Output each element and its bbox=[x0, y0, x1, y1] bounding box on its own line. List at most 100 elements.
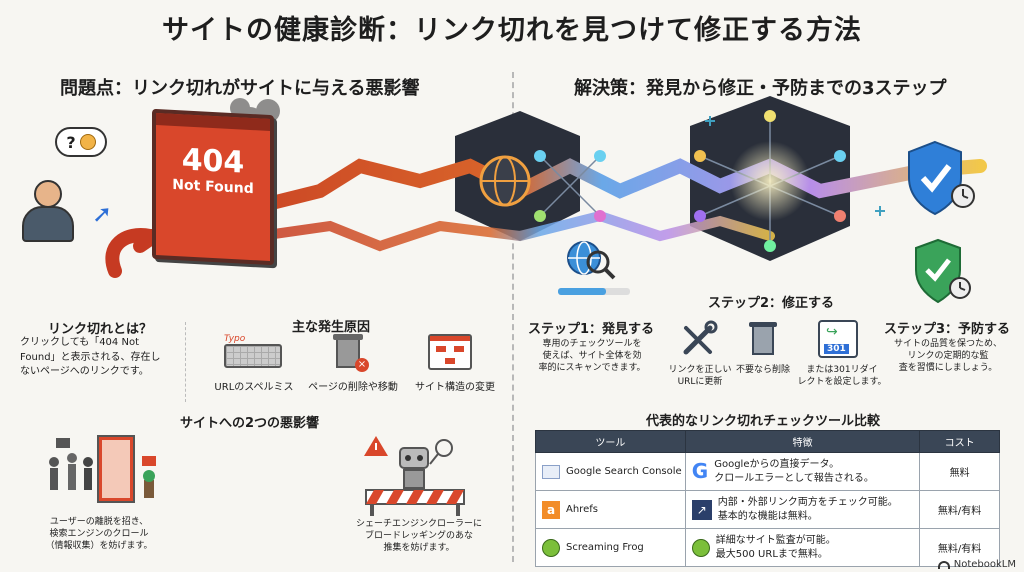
error-screen: 404 Not Found bbox=[152, 108, 274, 266]
broken-link-pipe bbox=[105, 228, 192, 278]
table-header-cell: ツール bbox=[535, 430, 686, 453]
step1-line: 使えば、サイト全体を効 bbox=[542, 351, 642, 362]
shield-check-icon-top bbox=[908, 140, 975, 216]
impact-2-line: 推集を妨げます。 bbox=[383, 543, 455, 554]
sitemap-window-icon bbox=[428, 334, 472, 370]
impact-2-text: シェーチエンジンクローラーに ブロードレッギングのあな 推集を妨げます。 bbox=[340, 518, 498, 554]
network-glow bbox=[730, 141, 810, 221]
frog-icon bbox=[542, 538, 560, 557]
question-icon: ? bbox=[66, 132, 76, 152]
keyboard-icon: Typo bbox=[224, 334, 282, 372]
cause-delete-label: ページの削除や移動 bbox=[308, 382, 398, 393]
impact-2-line: ブロードレッギングのあな bbox=[364, 531, 473, 542]
frog-icon bbox=[691, 538, 710, 557]
user-head-icon bbox=[34, 180, 62, 208]
table-heading: 代表的なリンク切れチェックツール比較 bbox=[646, 414, 881, 429]
step3-line: リンクの定期的な監 bbox=[907, 351, 989, 362]
delete-mark-icon: × bbox=[355, 358, 369, 372]
impact-1-line: ユーザーの離脱を招き、 bbox=[49, 517, 149, 527]
link-road-lower bbox=[255, 210, 775, 252]
cause-typo-label: URLのスペルミス bbox=[214, 382, 294, 393]
tool-name: Google Search Console bbox=[566, 466, 682, 477]
page-title: サイトの健康診断：リンク切れを見つけて修正する方法 bbox=[162, 15, 862, 46]
step2-heading: ステップ2：修正する bbox=[708, 296, 835, 311]
trash-icon: × bbox=[333, 334, 369, 372]
solution-heading: 解決策：発見から修正・予防までの3ステップ bbox=[574, 78, 947, 99]
feature-cell: G Googleからの直接データ。 クロールエラーとして報告される。 bbox=[684, 452, 921, 491]
cost-cell: 無料/有料 bbox=[919, 528, 1000, 567]
tools-table: ツール 特徴 コスト Google Search Console G Googl… bbox=[535, 430, 1000, 567]
feature-line: Googleからの直接データ。 bbox=[714, 459, 840, 470]
what-heading: リンク切れとは？ bbox=[48, 322, 153, 337]
step3-heading: ステップ3：予防する bbox=[884, 322, 1011, 337]
globe-icon bbox=[479, 155, 531, 207]
tool-name: Ahrefs bbox=[566, 504, 598, 515]
network-nodes bbox=[534, 110, 846, 252]
what-body-line: ないページへのリンクです。 bbox=[20, 366, 149, 377]
typo-tag: Typo bbox=[224, 334, 246, 344]
what-body: クリックしても「404 Not Found」と表示される、存在し ないページへの… bbox=[20, 336, 190, 380]
feature-cell: ↗ 内部・外部リンク両方をチェック可能。 基本的な機能は無料。 bbox=[684, 490, 921, 529]
frown-face-icon bbox=[79, 134, 96, 150]
redirect-arrow-icon: ↪ bbox=[826, 324, 838, 340]
trend-chart-icon: ↗ bbox=[691, 499, 712, 520]
table-row: Screaming Frog 詳細なサイト監査が可能。 最大500 URLまで無… bbox=[535, 528, 1000, 567]
step3-line: 査を習慣にしましょう。 bbox=[898, 363, 998, 374]
hero-illustration bbox=[105, 96, 987, 278]
table-header-cell: 特徴 bbox=[684, 430, 921, 453]
redirect-icon: ↪ 301 bbox=[818, 320, 858, 358]
wrench-screwdriver-icon bbox=[683, 320, 718, 355]
brand-badge: NotebookLM bbox=[937, 559, 1016, 570]
step1-line: 専用のチェックツールを bbox=[542, 339, 642, 349]
user-body-icon bbox=[22, 206, 74, 242]
shield-check-icon-bottom bbox=[915, 238, 971, 304]
brand-name: NotebookLM bbox=[953, 559, 1016, 570]
table-header-cell: コスト bbox=[919, 430, 1000, 453]
step2-item-2: 不要なら削除 bbox=[730, 364, 796, 376]
feature-line: 内部・外部リンク両方をチェック可能。 bbox=[717, 497, 898, 508]
problem-heading: 問題点：リンク切れがサイトに与える悪影響 bbox=[60, 78, 420, 99]
what-body-line: クリックしても「404 Not bbox=[20, 337, 139, 348]
table-row: Google Search Console G Googleからの直接データ。 … bbox=[535, 452, 1000, 491]
step3-body: サイトの品質を保つため、 リンクの定期的な監 査を習慣にしましょう。 bbox=[878, 338, 1018, 374]
cause-structure-label: サイト構造の変更 bbox=[415, 382, 495, 393]
step2-item-3-line: または301リダイ bbox=[806, 365, 878, 375]
step2-item-1: リンクを正しい URLに更新 bbox=[662, 364, 738, 388]
tool-cell: a Ahrefs bbox=[535, 490, 686, 529]
users-leaving-icon bbox=[49, 435, 156, 503]
step1-line: 率的にスキャンできます。 bbox=[538, 363, 646, 374]
cost-cell: 無料 bbox=[919, 452, 1000, 491]
step2-item-3: または301リダイ レクトを設定します。 bbox=[790, 364, 894, 388]
impact-1-text: ユーザーの離脱を招き、 検索エンジンのクロール （情報収集）を妨げます。 bbox=[14, 516, 184, 552]
notebooklm-logo-icon bbox=[937, 560, 950, 569]
step1-heading: ステップ1：発見する bbox=[528, 322, 655, 337]
impact-2-line: シェーチエンジンクローラーに bbox=[355, 519, 482, 529]
impacts-heading: サイトへの2つの悪影響 bbox=[180, 416, 320, 431]
robot-barrier-icon bbox=[364, 436, 465, 516]
keyboard-body bbox=[224, 344, 282, 368]
redirect-code: 301 bbox=[824, 344, 849, 354]
step2-item-3-line: レクトを設定します。 bbox=[797, 377, 887, 388]
error-screen-bar bbox=[156, 113, 270, 131]
thought-bubble: ? bbox=[55, 127, 107, 157]
magnifier-globe-icon bbox=[558, 241, 630, 295]
impact-1-line: （情報収集）を妨げます。 bbox=[45, 541, 153, 552]
feature-line: クロールエラーとして報告される。 bbox=[714, 472, 874, 484]
center-divider bbox=[512, 72, 514, 562]
error-code: 404 bbox=[181, 142, 245, 181]
tool-cell: Screaming Frog bbox=[535, 528, 686, 567]
causes-heading: 主な発生原因 bbox=[292, 320, 371, 335]
cost-cell: 無料/有料 bbox=[919, 490, 1000, 529]
step3-line: サイトの品質を保つため、 bbox=[893, 339, 1002, 349]
step2-item-1-line: URLに更新 bbox=[677, 377, 723, 388]
step2-item-1-line: リンクを正しい bbox=[668, 365, 732, 375]
feature-line: 基本的な機能は無料。 bbox=[717, 510, 818, 522]
ahrefs-icon: a bbox=[542, 500, 560, 519]
what-body-line: Found」と表示される、存在し bbox=[20, 351, 161, 363]
tool-cell: Google Search Console bbox=[535, 452, 686, 491]
feature-line: 詳細なサイト監査が可能。 bbox=[715, 535, 836, 546]
table-header-row: ツール 特徴 コスト bbox=[535, 430, 1000, 453]
sparkle-icons bbox=[705, 116, 885, 216]
step2-item-2-line: 不要なら削除 bbox=[735, 365, 790, 375]
google-g-icon: G bbox=[691, 459, 709, 483]
